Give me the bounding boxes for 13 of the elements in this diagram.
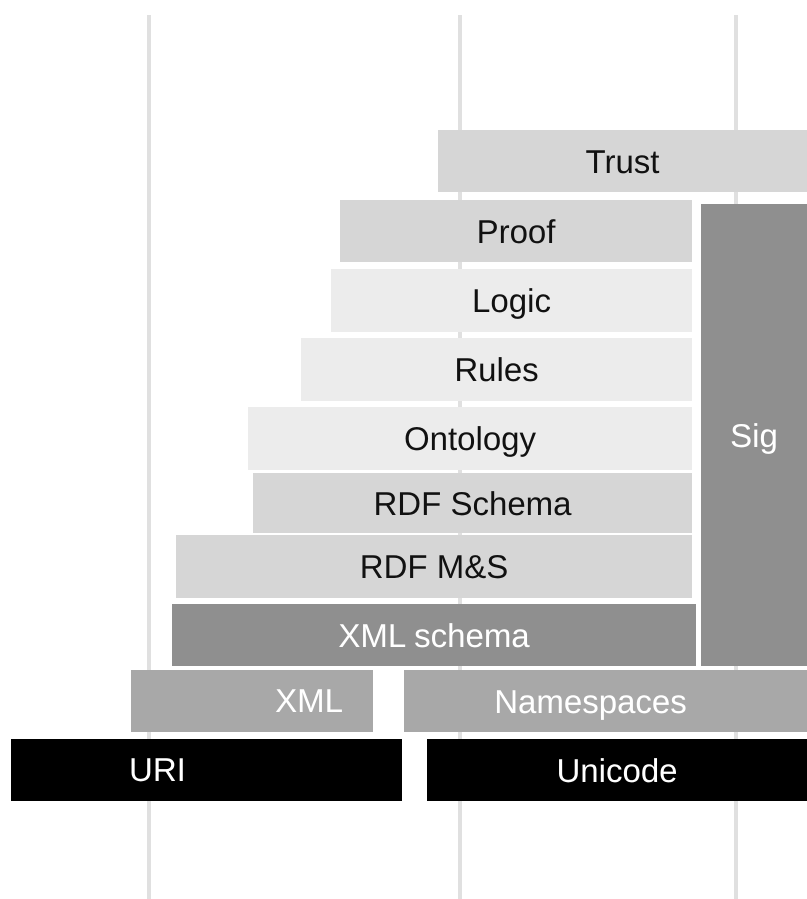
layer-block: Trust [438, 130, 807, 192]
layer-block: Logic [331, 269, 692, 332]
layer-block: RDF M&S [176, 535, 692, 598]
layer-block: Namespaces [404, 670, 807, 732]
layer-block: Unicode [427, 739, 807, 801]
layer-block: Ontology [248, 407, 692, 470]
layer-block: XML schema [172, 604, 696, 666]
layer-block: XML [131, 670, 373, 732]
layer-block: Rules [301, 338, 692, 401]
layer-block: URI [11, 739, 402, 801]
layer-block: Proof [340, 200, 692, 262]
layer-block: Sig [701, 204, 807, 666]
layer-block: RDF Schema [253, 473, 692, 533]
